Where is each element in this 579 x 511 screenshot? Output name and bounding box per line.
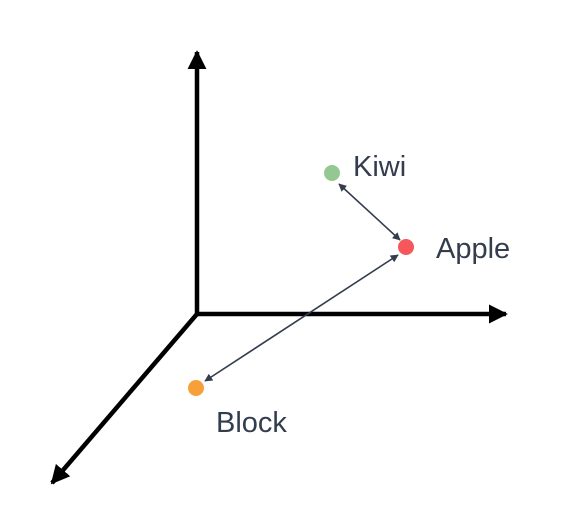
z-axis	[50, 312, 199, 485]
block-point	[188, 380, 204, 396]
kiwi-apple-relation-arrow	[338, 183, 401, 241]
apple-block-relation-arrow	[204, 254, 399, 382]
apple-label: Apple	[436, 233, 510, 265]
apple-point	[398, 239, 414, 255]
kiwi-point	[324, 165, 340, 181]
block-label: Block	[216, 407, 287, 439]
kiwi-label: Kiwi	[353, 151, 406, 183]
